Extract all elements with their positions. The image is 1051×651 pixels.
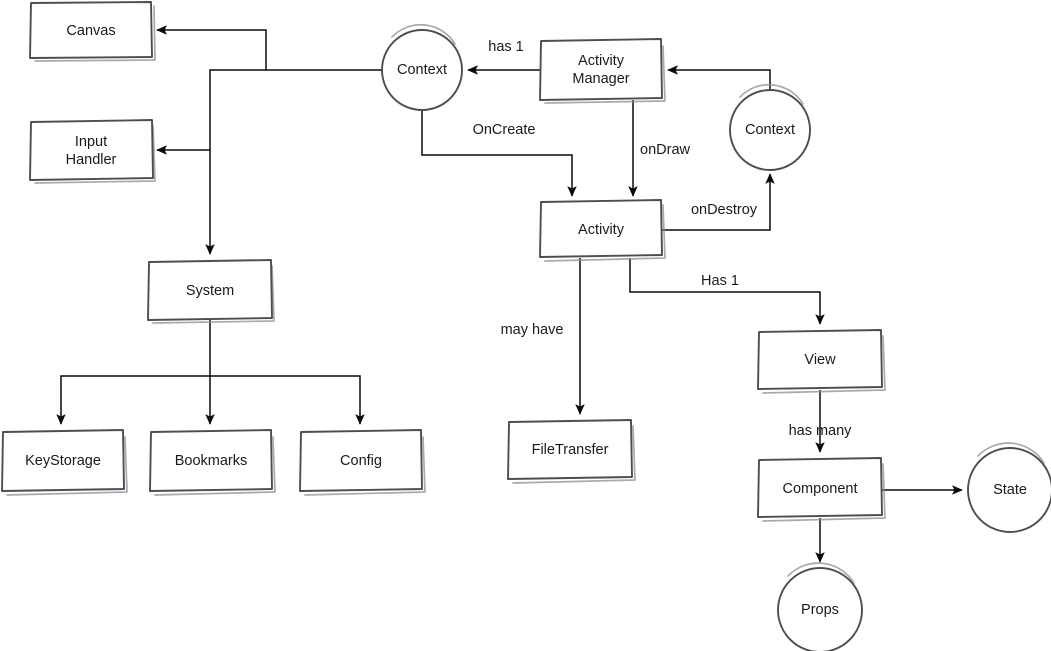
edge-system-to-keystorage[interactable] bbox=[56, 320, 211, 425]
node-label-activity-manager-line1: Activity bbox=[578, 53, 625, 69]
edge-activity-to-view[interactable]: Has 1 bbox=[629, 258, 825, 325]
edges-layer: has 1 OnCreate onDraw onDestroy bbox=[56, 25, 963, 563]
edge-activity-to-filetransfer[interactable]: may have bbox=[501, 258, 585, 415]
node-label-config: Config bbox=[340, 453, 382, 469]
edge-context2-to-activity-manager[interactable] bbox=[667, 65, 771, 90]
edge-label-ondraw: onDraw bbox=[640, 142, 690, 158]
edge-label-oncreate: OnCreate bbox=[473, 122, 536, 138]
node-activity-manager[interactable]: Activity Manager bbox=[539, 38, 666, 104]
edge-system-to-config[interactable] bbox=[210, 375, 365, 425]
node-context-2[interactable]: Context bbox=[729, 83, 811, 171]
edge-activity-manager-to-context[interactable]: has 1 bbox=[467, 39, 540, 75]
edge-label-has-1-view: Has 1 bbox=[701, 273, 739, 289]
edge-context-to-canvas[interactable] bbox=[156, 25, 382, 71]
edge-label-ondestroy: onDestroy bbox=[691, 202, 758, 218]
edge-activity-to-context2[interactable]: onDestroy bbox=[662, 173, 775, 231]
node-label-activity: Activity bbox=[578, 222, 625, 238]
edge-context-to-activity-oncreate[interactable]: OnCreate bbox=[421, 110, 577, 197]
node-label-input-handler-line2: Handler bbox=[66, 152, 117, 168]
node-state[interactable]: State bbox=[967, 442, 1051, 533]
edge-label-may-have: may have bbox=[501, 322, 564, 338]
node-input-handler[interactable]: Input Handler bbox=[29, 119, 156, 184]
node-label-props: Props bbox=[801, 602, 839, 618]
node-props[interactable]: Props bbox=[777, 562, 863, 651]
node-label-canvas: Canvas bbox=[66, 23, 115, 39]
node-view[interactable]: View bbox=[757, 329, 886, 394]
node-label-view: View bbox=[804, 352, 836, 368]
node-label-context-2: Context bbox=[745, 122, 795, 138]
edge-context-to-input-handler[interactable] bbox=[156, 69, 266, 155]
node-label-component: Component bbox=[783, 481, 858, 497]
node-system[interactable]: System bbox=[147, 259, 275, 324]
node-activity[interactable]: Activity bbox=[539, 199, 666, 262]
node-component[interactable]: Component bbox=[757, 457, 886, 522]
node-label-bookmarks: Bookmarks bbox=[175, 453, 248, 469]
node-label-filetransfer: FileTransfer bbox=[532, 442, 609, 458]
edge-label-has-1: has 1 bbox=[488, 39, 523, 55]
edge-activity-manager-to-activity[interactable]: onDraw bbox=[628, 100, 691, 197]
node-label-keystorage: KeyStorage bbox=[25, 453, 101, 469]
node-keystorage[interactable]: KeyStorage bbox=[1, 429, 128, 496]
node-bookmarks[interactable]: Bookmarks bbox=[149, 429, 276, 496]
node-label-context-1: Context bbox=[397, 62, 447, 78]
node-context-1[interactable]: Context bbox=[381, 23, 463, 111]
node-filetransfer[interactable]: FileTransfer bbox=[507, 419, 636, 484]
node-label-activity-manager-line2: Manager bbox=[572, 71, 629, 87]
node-config[interactable]: Config bbox=[299, 429, 426, 496]
node-label-input-handler-line1: Input bbox=[75, 134, 107, 150]
node-label-system: System bbox=[186, 283, 234, 299]
node-canvas[interactable]: Canvas bbox=[29, 1, 156, 62]
node-label-state: State bbox=[993, 482, 1027, 498]
edge-view-to-component[interactable]: has many bbox=[789, 390, 853, 453]
edge-label-has-many: has many bbox=[789, 423, 853, 439]
